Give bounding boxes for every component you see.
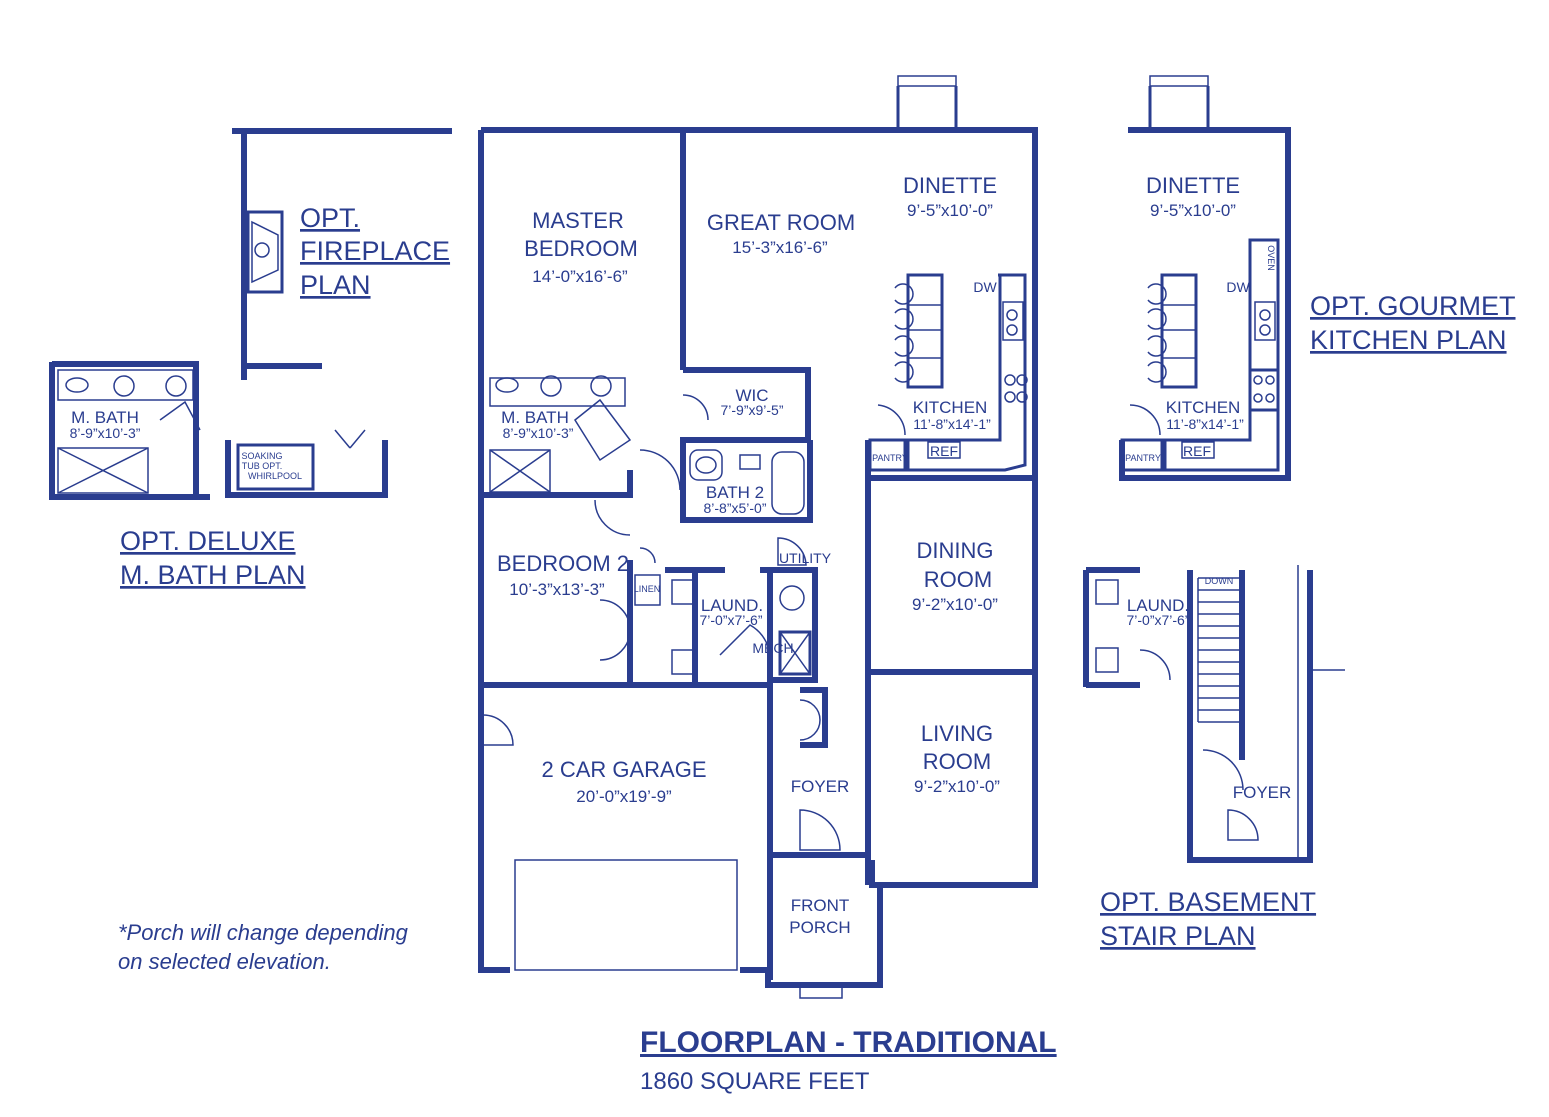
utility-label: UTILITY (779, 550, 832, 566)
dining-room-label: DINING (917, 538, 994, 563)
page-subtitle: 1860 SQUARE FEET (640, 1068, 870, 1095)
gourmet-dinette-label: DINETTE (1146, 173, 1240, 198)
basement-laund-dim: 7’-0”x7’-6” (1126, 612, 1189, 628)
mech-label: MECH (752, 640, 793, 656)
bath2-label: BATH 2 (706, 483, 764, 502)
m-bath-label: M. BATH (501, 408, 569, 427)
opt-basement-title-1: OPT. BASEMENT (1100, 887, 1316, 917)
laund-dim: 7’-0”x7’-6” (699, 612, 762, 628)
opt-basement-stair-plan (1083, 565, 1345, 863)
bedroom2-dim: 10’-3”x13’-3” (509, 580, 605, 599)
opt-deluxe-bath-plan (49, 361, 388, 500)
gourmet-kitchen-label: KITCHEN (1166, 398, 1241, 417)
opt-fireplace-title-3: PLAN (300, 270, 371, 300)
porch-note-line-1: *Porch will change depending (118, 920, 409, 945)
m-bath-dim: 8’-9”x10’-3” (503, 425, 574, 441)
gourmet-kitchen-dim: 11’-8”x14’-1” (1166, 416, 1244, 432)
foyer-label: FOYER (791, 777, 850, 796)
linen-label: LINEN (634, 584, 661, 594)
living-room-label: LIVING (921, 721, 993, 746)
pantry-label: PANTRY (872, 453, 908, 463)
living-room-label-2: ROOM (923, 749, 991, 774)
garage-label: 2 CAR GARAGE (541, 757, 706, 782)
dining-room-dim: 9’-2”x10’-0” (912, 595, 998, 614)
opt-m-bath-label: M. BATH (71, 408, 139, 427)
master-bedroom-dim: 14’-0”x16’-6” (532, 267, 628, 286)
bedroom2-label: BEDROOM 2 (497, 551, 629, 576)
soaking-tub-label-2: TUB OPT. (242, 461, 283, 471)
opt-fireplace-title-2: FIREPLACE (300, 236, 450, 266)
basement-laund-label: LAUND. (1127, 596, 1189, 615)
basement-foyer-label: FOYER (1233, 783, 1292, 802)
gourmet-dinette-dim: 9’-5”x10’-0” (1150, 201, 1236, 220)
soaking-tub-label-1: SOAKING (241, 451, 282, 461)
bath2-dim: 8’-8”x5’-0” (703, 500, 766, 516)
gourmet-ref-label: REF (1183, 443, 1211, 459)
gourmet-dw-label: DW (1226, 279, 1250, 295)
kitchen-dim: 11’-8”x14’-1” (913, 416, 991, 432)
main-plan-walls (478, 127, 1038, 988)
great-room-dim: 15’-3”x16’-6” (732, 238, 828, 257)
opt-deluxe-bath-title-2: M. BATH PLAN (120, 560, 306, 590)
wic-dim: 7’-9”x9’-5” (720, 402, 783, 418)
porch-note-line-2: on selected elevation. (118, 949, 331, 974)
front-porch-label-2: PORCH (789, 918, 850, 937)
master-bedroom-label: MASTER (532, 208, 624, 233)
dining-room-label-2: ROOM (924, 567, 992, 592)
laund-label: LAUND. (701, 596, 763, 615)
opt-fireplace-title-1: OPT. (300, 203, 360, 233)
opt-basement-title-2: STAIR PLAN (1100, 921, 1256, 951)
opt-gourmet-title-2: KITCHEN PLAN (1310, 325, 1507, 355)
opt-fireplace-plan (232, 128, 452, 380)
wic-label: WIC (735, 386, 768, 405)
opt-gourmet-title-1: OPT. GOURMET (1310, 291, 1516, 321)
soaking-tub-label-3: WHIRLPOOL (248, 471, 302, 481)
great-room-label: GREAT ROOM (707, 210, 855, 235)
opt-gourmet-kitchen-plan (1119, 75, 1291, 481)
dw-label: DW (973, 279, 997, 295)
opt-deluxe-bath-title-1: OPT. DELUXE (120, 526, 296, 556)
dinette-dim: 9’-5”x10’-0” (907, 201, 993, 220)
living-room-dim: 9’-2”x10’-0” (914, 777, 1000, 796)
kitchen-label: KITCHEN (913, 398, 988, 417)
dinette-label: DINETTE (903, 173, 997, 198)
oven-label: OVEN (1266, 245, 1276, 271)
garage-dim: 20’-0”x19’-9” (576, 787, 672, 806)
down-label: DOWN (1205, 576, 1234, 586)
front-porch-label: FRONT (791, 896, 850, 915)
page-title: FLOORPLAN - TRADITIONAL (640, 1026, 1057, 1059)
opt-m-bath-dim: 8’-9”x10’-3” (70, 425, 141, 441)
ref-label: REF (930, 443, 958, 459)
master-bedroom-label-2: BEDROOM (524, 236, 638, 261)
main-plan-details (482, 75, 1028, 999)
gourmet-pantry-label: PANTRY (1125, 453, 1161, 463)
